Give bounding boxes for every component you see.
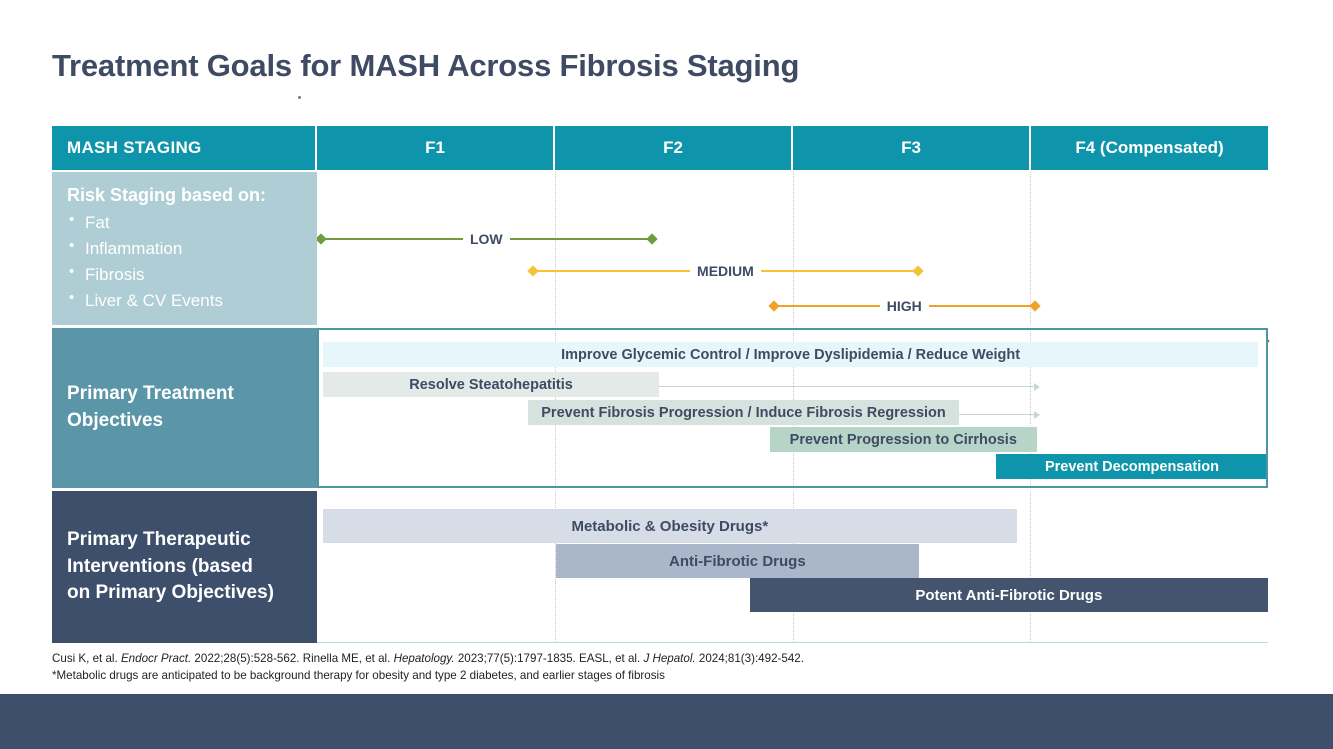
column-guide-3 [1030, 172, 1032, 325]
title-decorative-dot [298, 96, 301, 99]
intervention-bar-0: Metabolic & Obesity Drugs* [322, 509, 1017, 543]
risk-staging-row: Risk Staging based on: Fat Inflammation … [52, 172, 1270, 348]
objective-bar-2: Prevent Fibrosis Progression / Induce Fi… [528, 400, 959, 425]
column-guide-1 [554, 491, 556, 642]
risk-staging-chart-area: LOWMEDIUMHIGHVERY HIGH [315, 172, 1270, 348]
objective-bar-tail-arrow-icon [958, 409, 1040, 420]
risk-bullet-inflammation: Inflammation [67, 235, 317, 262]
risk-bar-segment-right [509, 237, 648, 241]
risk-bullet-liver-cv-events: Liver & CV Events [67, 287, 317, 314]
citation-part-2: 2022;28(5):528-562. Rinella ME, et al. [191, 652, 394, 665]
objective-bar-0: Improve Glycemic Control / Improve Dysli… [322, 342, 1259, 367]
column-guide-3 [1030, 328, 1032, 488]
tail-line [958, 413, 1034, 416]
risk-bar-start-diamond-icon [527, 265, 539, 277]
tail-arrowhead-icon [1033, 382, 1040, 391]
risk-bar-label: MEDIUM [697, 263, 754, 279]
citation-part-5: J Hepatol. [643, 652, 696, 665]
objectives-title-line2: Objectives [67, 410, 164, 431]
intervention-bar-1: Anti-Fibrotic Drugs [555, 544, 919, 578]
interventions-title-line3: on Primary Objectives) [67, 582, 274, 604]
risk-bar-segment-left [777, 304, 880, 308]
risk-bar-segment-left [537, 269, 691, 273]
slide-footer: SAGIMET BIOSCIENCES February 2026 10 [0, 694, 1333, 749]
risk-bar-segment-left [325, 237, 463, 241]
header-column-f3: F3 [793, 126, 1031, 170]
primary-treatment-objectives-row: Primary Treatment Objectives Improve Gly… [52, 328, 1268, 488]
citation-part-4: 2023;77(5):1797-1835. EASL, et al. [454, 652, 644, 665]
risk-bullet-fibrosis: Fibrosis [67, 261, 317, 288]
citation-part-6: 2024;81(3):492-542. [695, 652, 804, 665]
risk-staging-label-cell: Risk Staging based on: Fat Inflammation … [52, 172, 317, 325]
tail-line [659, 385, 1034, 388]
objectives-title-line1: Primary Treatment [67, 383, 234, 405]
risk-bullet-fat: Fat [67, 209, 317, 236]
interventions-label-cell: Primary Therapeutic Interventions (based… [52, 491, 317, 643]
risk-bar-segment-right [928, 304, 1031, 308]
risk-staging-bullet-list: Fat Inflammation Fibrosis Liver & CV Eve… [67, 209, 317, 314]
intervention-bar-2: Potent Anti-Fibrotic Drugs [749, 578, 1268, 612]
header-column-f2: F2 [555, 126, 793, 170]
column-guide-1 [554, 172, 556, 325]
interventions-chart-area: Metabolic & Obesity Drugs*Anti-Fibrotic … [317, 491, 1268, 643]
column-guide-2 [792, 172, 794, 325]
page-title: Treatment Goals for MASH Across Fibrosis… [52, 48, 800, 83]
footnotes-block: Cusi K, et al. Endocr Pract. 2022;28(5):… [52, 651, 1262, 685]
table-header-row: MASH STAGING F1 F2 F3 F4 (Compensated) [52, 126, 1268, 170]
objectives-label-cell: Primary Treatment Objectives [52, 328, 317, 488]
header-column-f4: F4 (Compensated) [1031, 126, 1268, 170]
column-guide-3 [1030, 491, 1032, 642]
tail-arrowhead-icon [1033, 410, 1040, 419]
risk-bar-start-diamond-icon [768, 300, 780, 312]
citation-line: Cusi K, et al. Endocr Pract. 2022;28(5):… [52, 651, 1262, 668]
risk-bar-low: LOW [315, 231, 658, 247]
objectives-chart-area: Improve Glycemic Control / Improve Dysli… [317, 328, 1268, 488]
risk-bar-end-diamond-icon [912, 265, 924, 277]
interventions-title-line2: Interventions (based [67, 555, 253, 577]
asterisk-note: *Metabolic drugs are anticipated to be b… [52, 668, 665, 682]
risk-bar-segment-right [760, 269, 914, 273]
citation-part-1: Endocr Pract. [120, 652, 192, 665]
risk-bar-label: HIGH [886, 298, 922, 314]
objective-bar-tail-arrow-icon [659, 381, 1040, 392]
citation-part-0: Cusi K, et al. [52, 652, 121, 665]
staging-table: MASH STAGING F1 F2 F3 F4 (Compensated) R… [52, 126, 1270, 643]
risk-bar-end-diamond-icon [1029, 300, 1041, 312]
risk-bar-start-diamond-icon [315, 233, 327, 245]
risk-bar-label: LOW [469, 231, 503, 247]
primary-therapeutic-interventions-row: Primary Therapeutic Interventions (based… [52, 491, 1268, 643]
header-mash-staging: MASH STAGING [52, 126, 317, 170]
objective-bar-4: Prevent Decompensation [996, 454, 1268, 479]
header-column-f1: F1 [317, 126, 555, 170]
risk-bar-medium: MEDIUM [527, 263, 924, 279]
objective-bar-1: Resolve Steatohepatitis [322, 372, 660, 397]
risk-bar-high: HIGH [768, 298, 1041, 314]
objective-bar-3: Prevent Progression to Cirrhosis [769, 427, 1037, 452]
risk-bar-end-diamond-icon [645, 233, 658, 245]
interventions-title-line1: Primary Therapeutic [67, 529, 251, 551]
citation-part-3: Hepatology. [393, 652, 455, 665]
risk-staging-title: Risk Staging based on: [67, 185, 267, 206]
